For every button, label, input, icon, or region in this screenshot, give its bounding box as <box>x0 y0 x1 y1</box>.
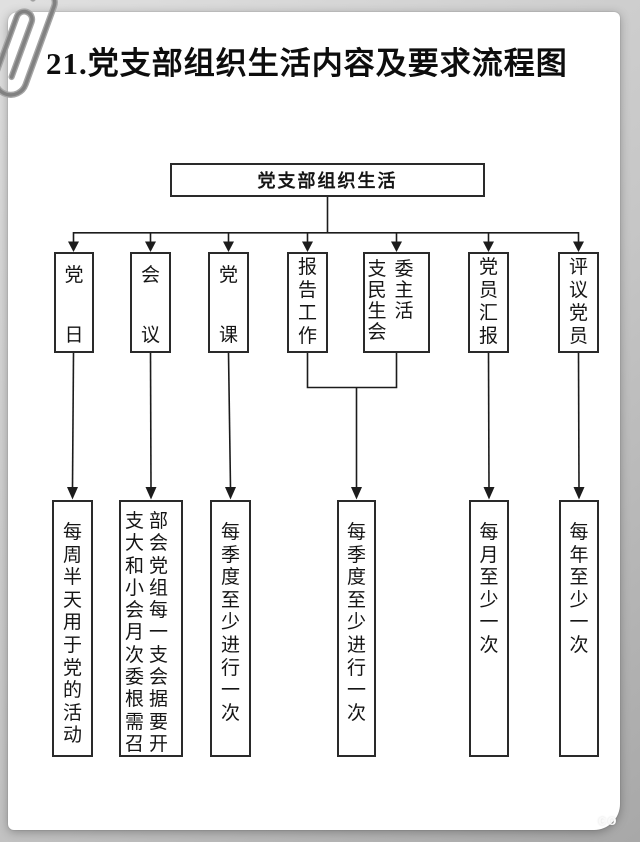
branch-to-req-line <box>577 352 580 488</box>
node-label: 会议 <box>140 265 160 346</box>
arrowhead <box>145 241 156 252</box>
req-yearly-minimum: 每年至少一次 <box>559 500 599 757</box>
node-party-lecture: 党课 <box>208 252 249 353</box>
node-committee-democratic-life-meeting: 支委民主生活会 <box>363 252 430 353</box>
paperclip-wire-inner <box>0 0 57 97</box>
arrowhead <box>225 487 236 500</box>
node-label: 支部大会和党小组会每月一次支委会根据需要召开 <box>125 511 174 755</box>
arrowhead <box>483 487 495 500</box>
branch-to-req-line <box>149 352 152 488</box>
branch-to-req-line <box>227 352 232 488</box>
node-label: 党日 <box>64 265 84 346</box>
node-label: 党课 <box>218 265 238 346</box>
node-label: 每月至少一次 <box>479 522 499 656</box>
arrowhead <box>145 487 157 500</box>
node-meetings: 会议 <box>130 252 171 353</box>
req-weekly-half-day: 每周半天用于党的活动 <box>52 500 93 757</box>
node-member-reporting: 党员汇报 <box>468 252 509 353</box>
node-label: 支委民主生活会 <box>367 259 422 343</box>
arrowhead <box>68 241 79 252</box>
branch-to-req-line <box>487 352 490 488</box>
arrowhead <box>573 241 584 252</box>
arrowhead <box>351 487 362 500</box>
merge-bracket-line <box>306 353 398 389</box>
page-title: 21.党支部组织生活内容及要求流程图 <box>46 46 568 81</box>
arrowheads-group <box>67 241 585 500</box>
paper-sheet <box>8 12 620 830</box>
node-report-work: 报告工作 <box>287 252 328 353</box>
arrowhead <box>67 487 78 500</box>
req-quarterly-party-lecture: 每季度至少进行一次 <box>210 500 251 757</box>
node-member-appraisal: 评议党员 <box>558 252 599 353</box>
node-label: 每季度至少进行一次 <box>220 522 240 724</box>
node-label: 党员汇报 <box>478 257 498 347</box>
node-label: 党支部组织生活 <box>257 171 398 191</box>
node-label: 每年至少一次 <box>569 522 589 656</box>
branch-to-req-line <box>71 352 75 488</box>
arrowhead <box>483 241 494 252</box>
node-party-day: 党日 <box>54 252 94 353</box>
arrowhead <box>573 487 585 500</box>
node-label: 每季度至少进行一次 <box>346 522 366 724</box>
node-label: 每周半天用于党的活动 <box>62 522 82 747</box>
node-label: 报告工作 <box>297 257 317 347</box>
connector-group <box>71 197 580 488</box>
node-root-party-branch-life: 党支部组织生活 <box>170 163 485 197</box>
arrowhead <box>223 241 234 252</box>
req-monthly-branch-meetings: 支部大会和党小组会每月一次支委会根据需要召开 <box>119 500 183 757</box>
req-quarterly-merged: 每季度至少进行一次 <box>337 500 376 757</box>
req-monthly-minimum: 每月至少一次 <box>469 500 509 757</box>
corner-watermark: co <box>598 812 618 829</box>
paperclip-icon <box>0 0 58 98</box>
arrowhead <box>391 241 402 252</box>
arrowhead <box>302 241 313 252</box>
node-label: 评议党员 <box>568 257 588 347</box>
